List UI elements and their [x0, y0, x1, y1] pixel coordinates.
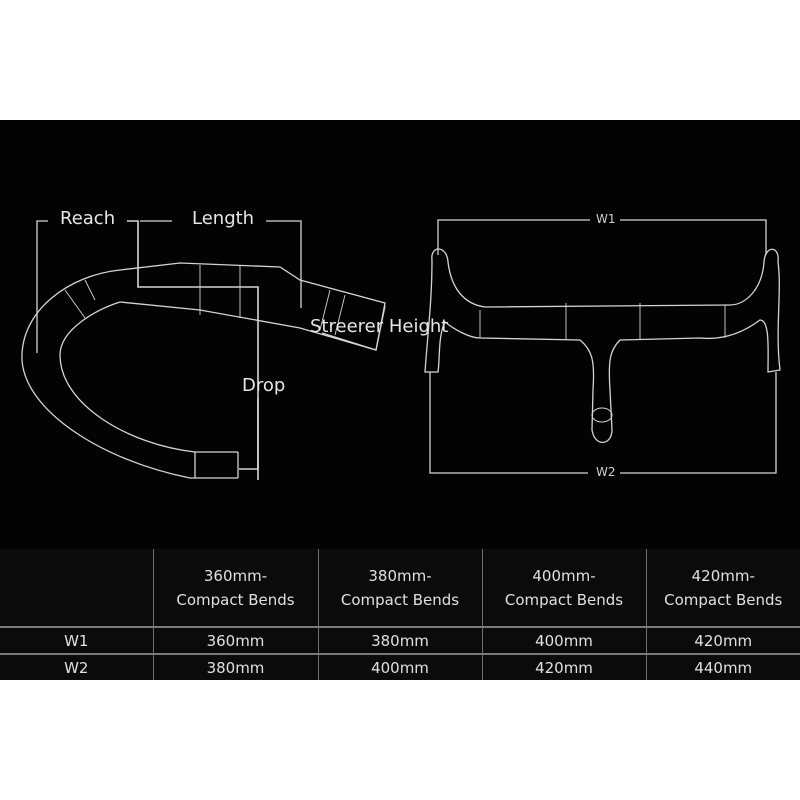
row-label: W2	[0, 653, 153, 680]
table-row: W2 380mm 400mm 420mm 440mm	[0, 653, 800, 680]
table-cell: 420mm	[645, 626, 800, 654]
table-cell: 400mm	[317, 653, 482, 680]
drop-label: Drop	[242, 375, 286, 396]
table-header-row: 360mm-Compact Bends 380mm-Compact Bends …	[0, 549, 800, 627]
table-header-cell: 380mm-Compact Bends	[317, 549, 482, 627]
table-header-cell: 420mm-Compact Bends	[645, 549, 800, 627]
reach-label: Reach	[60, 208, 116, 229]
table-cell: 400mm	[481, 626, 646, 654]
length-label: Length	[192, 208, 255, 229]
table-row: W1 360mm 380mm 400mm 420mm	[0, 626, 800, 654]
row-label: W1	[0, 626, 153, 654]
table-header-cell	[0, 549, 153, 627]
size-spec-table: 360mm-Compact Bends 380mm-Compact Bends …	[0, 549, 800, 680]
table-header-cell: 400mm-Compact Bends	[481, 549, 646, 627]
w2-dimension-label: W2	[592, 465, 620, 479]
table-header-cell: 360mm-Compact Bends	[152, 549, 318, 627]
table-cell: 440mm	[645, 653, 800, 680]
table-cell: 380mm	[317, 626, 482, 654]
table-cell: 360mm	[152, 626, 318, 654]
steerer-height-label: Streerer Height	[310, 316, 449, 337]
table-cell: 420mm	[481, 653, 646, 680]
table-cell: 380mm	[152, 653, 318, 680]
w1-dimension-label: W1	[592, 212, 620, 226]
